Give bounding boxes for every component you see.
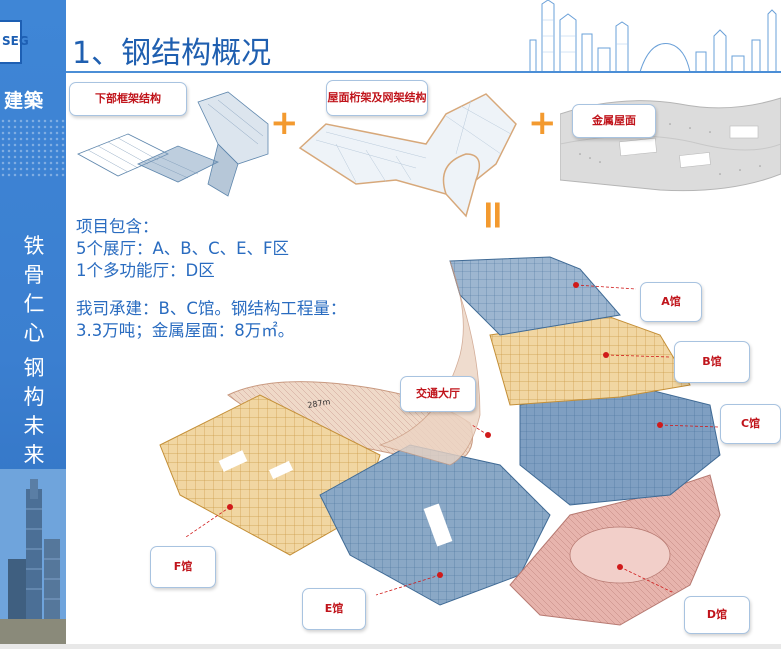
footer-bar	[0, 644, 781, 649]
plus-glyph: +	[270, 103, 299, 143]
slogan-char: 来	[23, 443, 45, 467]
callout-label: 金属屋面	[592, 114, 636, 127]
slogan-char: 构	[23, 385, 45, 409]
slogan: 铁 骨 仁 心 钢 构 未 来	[22, 232, 46, 470]
equals-symbol: =	[470, 198, 516, 232]
sidebar: SEG 建築 铁 骨 仁 心 钢 构 未 来	[0, 0, 66, 649]
slogan-char: 骨	[23, 263, 45, 287]
desc-line: 1个多功能厅：D区	[76, 261, 215, 280]
callout-label: F馆	[173, 560, 193, 573]
callout-label: B馆	[702, 355, 722, 368]
brand-text: 建築	[4, 90, 45, 112]
header-divider	[66, 71, 781, 73]
callout-label: 交通大厅	[416, 387, 460, 400]
company-logo: SEG	[0, 20, 29, 64]
skyline-photo	[0, 469, 66, 649]
callout-traffic-hall: 交通大厅	[400, 376, 476, 412]
callout-label: C馆	[740, 417, 761, 430]
callout-hall-d: D馆	[684, 596, 750, 634]
desc-line: 5个展厅：A、B、C、E、F区	[76, 239, 290, 258]
slogan-char: 仁	[23, 292, 45, 316]
callout-lower-frame: 下部框架结构	[69, 82, 187, 116]
plus-glyph: +	[528, 103, 557, 143]
callout-hall-f: F馆	[150, 546, 216, 588]
callout-roof-truss: 屋面桁架及网架结构	[326, 80, 428, 116]
slogan-char: 未	[23, 414, 45, 438]
logo-text: SEG	[2, 34, 29, 48]
callout-label: A馆	[661, 295, 681, 308]
callout-metal-roof: 金属屋面	[572, 104, 656, 138]
callout-hall-a: A馆	[640, 282, 702, 322]
callout-hall-c: C馆	[720, 404, 781, 444]
callout-label: E馆	[324, 602, 344, 615]
page-title: 1、钢结构概况	[72, 36, 272, 71]
roof-truss-illustration	[298, 93, 517, 218]
desc-line: 我司承建：B、C馆。钢结构工程量：	[76, 299, 347, 318]
metal-roof-illustration	[560, 97, 781, 192]
callout-label: 屋面桁架及网架结构	[327, 91, 427, 104]
sidebar-pattern	[0, 118, 66, 178]
callout-label: D馆	[706, 608, 728, 621]
dimension-label: 287m	[307, 397, 331, 410]
skyline-illustration	[529, 0, 777, 72]
project-description: 项目包含： 5个展厅：A、B、C、E、F区 1个多功能厅：D区 我司承建：B、C…	[76, 216, 346, 342]
lower-frame-illustration	[77, 91, 269, 197]
callout-hall-b: B馆	[674, 341, 750, 383]
desc-line: 项目包含：	[76, 217, 159, 236]
slogan-char: 铁	[23, 234, 45, 258]
plus-symbol: +	[528, 106, 557, 140]
callout-hall-e: E馆	[302, 588, 366, 630]
callout-label: 下部框架结构	[95, 92, 161, 105]
equals-glyph: =	[469, 198, 516, 232]
slogan-char: 心	[23, 321, 45, 345]
desc-line: 3.3万吨；金属屋面：8万㎡。	[76, 321, 295, 340]
plus-symbol: +	[270, 106, 299, 140]
slogan-char: 钢	[23, 356, 45, 380]
steel-structure-model: 287m	[159, 256, 721, 626]
